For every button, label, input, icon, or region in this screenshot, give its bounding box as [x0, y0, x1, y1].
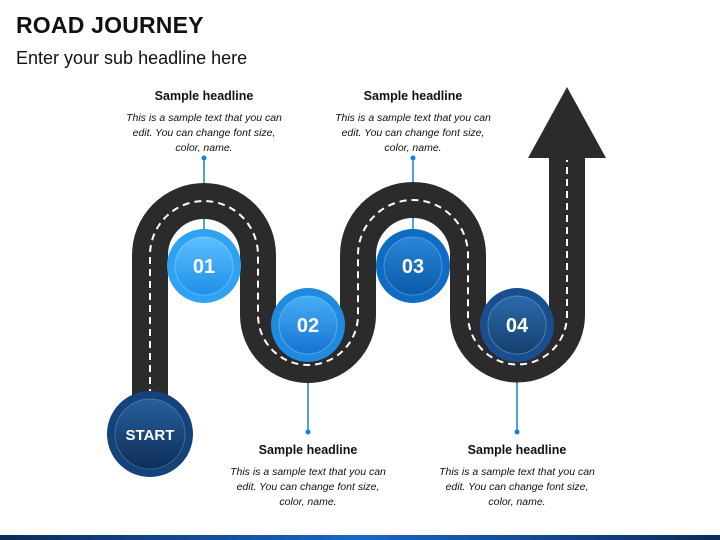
step-02-number: 02 — [297, 315, 319, 337]
road-lane-markings — [149, 160, 568, 420]
step-03-number: 03 — [402, 256, 424, 278]
step-03-marker: 03 — [376, 229, 450, 303]
page-subtitle: Enter your sub headline here — [16, 48, 248, 68]
start-marker: START — [107, 391, 193, 477]
step-03-textblock: Sample headline This is a sample text th… — [333, 89, 493, 156]
step-01-marker: 01 — [167, 229, 241, 303]
road-arrow-head — [528, 87, 606, 158]
step-01-textblock: Sample headline This is a sample text th… — [124, 89, 284, 156]
connector-dot-02 — [305, 429, 311, 435]
step-02-textblock: Sample headline This is a sample text th… — [228, 443, 388, 510]
step-02-headline: Sample headline — [258, 443, 358, 457]
connector-dot-03 — [410, 155, 416, 161]
connector-dot-04 — [514, 429, 520, 435]
step-02-marker: 02 — [271, 288, 345, 362]
connector-dot-01 — [201, 155, 207, 161]
step-03-headline: Sample headline — [363, 89, 463, 103]
bottom-accent-bar — [0, 535, 720, 540]
step-04-text: This is a sample text that you can edit.… — [439, 466, 595, 508]
step-01-headline: Sample headline — [154, 89, 254, 103]
step-01-text: This is a sample text that you can edit.… — [126, 112, 282, 154]
step-04-headline: Sample headline — [467, 443, 567, 457]
step-04-textblock: Sample headline This is a sample text th… — [437, 443, 597, 510]
step-04-marker: 04 — [480, 288, 554, 362]
step-03-text: This is a sample text that you can edit.… — [335, 112, 491, 154]
step-04-number: 04 — [506, 315, 529, 337]
step-01-number: 01 — [193, 256, 215, 278]
step-02-text: This is a sample text that you can edit.… — [230, 466, 386, 508]
page-title: ROAD JOURNEY — [16, 12, 204, 38]
start-label: START — [126, 427, 175, 444]
